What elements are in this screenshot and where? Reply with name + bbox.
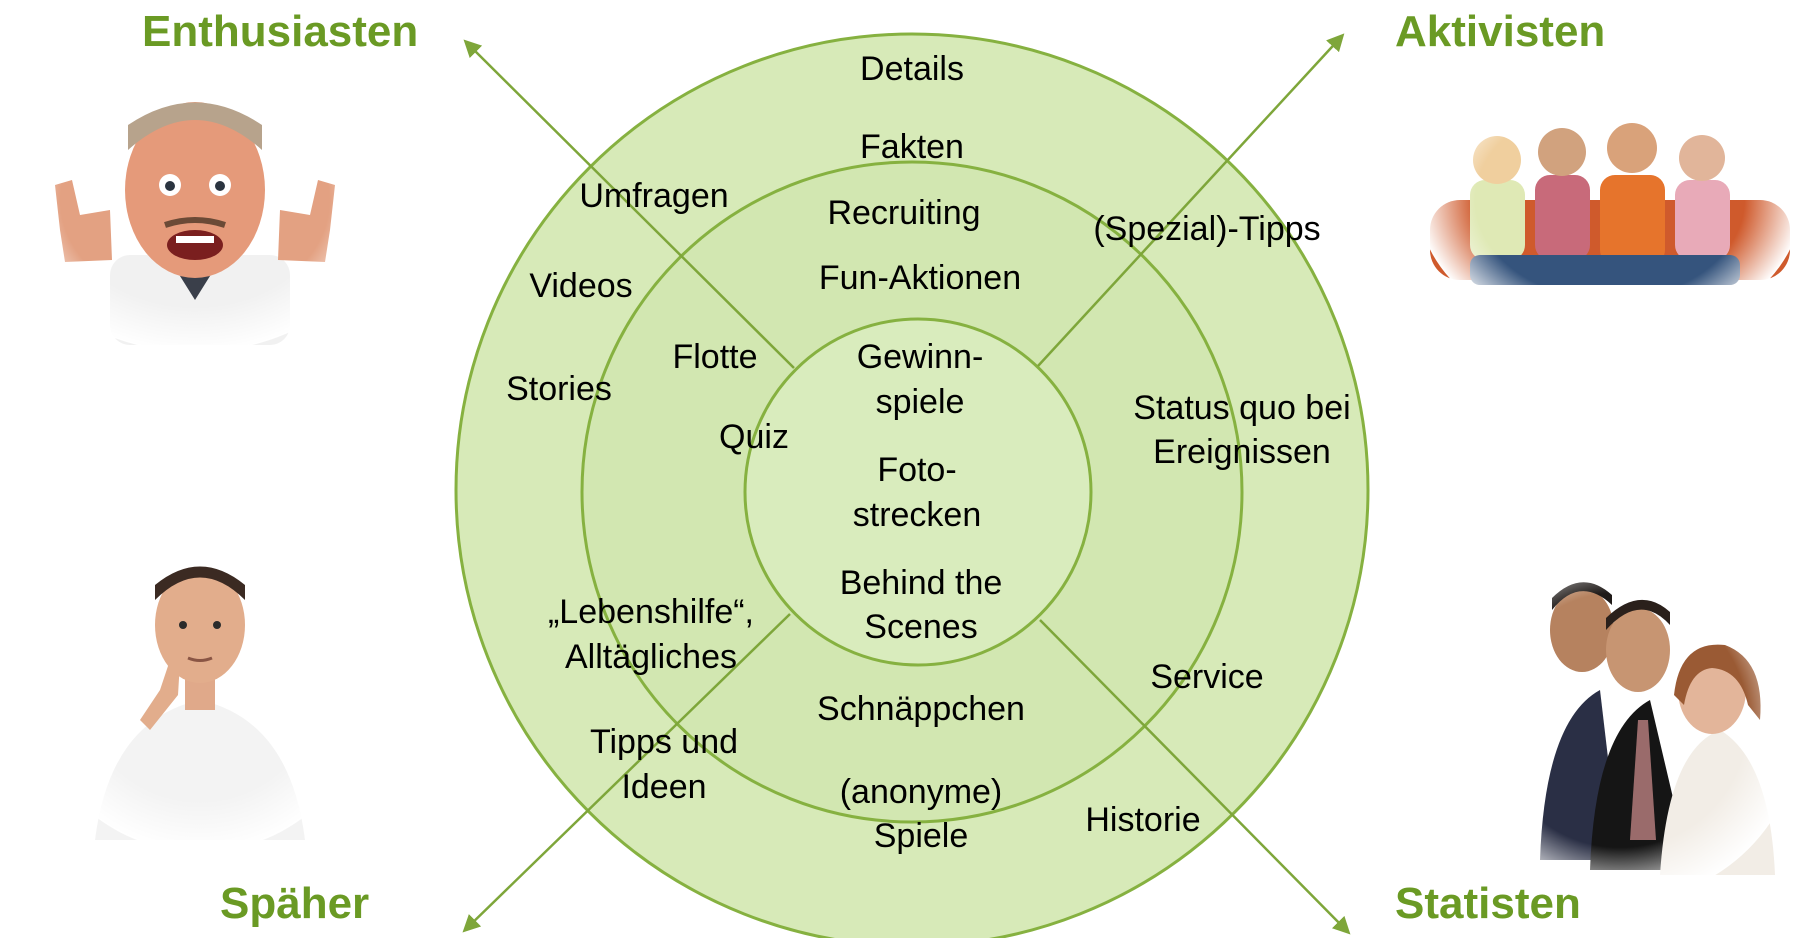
label-videos: Videos <box>529 267 632 305</box>
label-tipps-line1: Tipps und <box>590 723 738 761</box>
label-gewinn-line2: spiele <box>876 383 965 421</box>
label-historie: Historie <box>1085 801 1200 839</box>
photo-enthusiast-man <box>3 48 387 352</box>
label-umfragen: Umfragen <box>579 177 728 215</box>
label-schnaeppchen: Schnäppchen <box>817 690 1025 728</box>
label-lebenshilfe-line1: „Lebenshilfe“, <box>548 593 754 631</box>
persona-title-spaeher: Späher <box>220 879 369 928</box>
axis-arrow-enthusiasten <box>463 39 795 369</box>
label-foto-line2: strecken <box>853 496 982 534</box>
inner-ring <box>743 317 1093 667</box>
label-behind-line1: Behind the <box>840 564 1003 602</box>
photo-thinking-man <box>28 508 372 852</box>
photo-statisten-group <box>1438 538 1802 902</box>
label-lebenshilfe-line2: Alltägliches <box>565 638 737 676</box>
label-quiz: Quiz <box>719 418 789 456</box>
persona-title-enthusiasten: Enthusiasten <box>142 7 418 56</box>
label-status-line2: Ereignissen <box>1153 433 1331 471</box>
label-spezial-tipps: (Spezial)-Tipps <box>1093 210 1320 248</box>
label-recruiting: Recruiting <box>827 194 980 232</box>
label-fakten: Fakten <box>860 128 964 166</box>
label-foto-line1: Foto- <box>877 451 956 489</box>
label-tipps-line2: Ideen <box>621 768 706 806</box>
label-status-line1: Status quo bei <box>1133 389 1350 427</box>
label-gewinn-line1: Gewinn- <box>857 338 984 376</box>
photo-activists-group <box>1418 58 1802 342</box>
axis-arrow-statisten <box>1039 619 1351 935</box>
persona-title-aktivisten: Aktivisten <box>1395 7 1605 56</box>
label-stories: Stories <box>506 370 612 408</box>
label-service: Service <box>1150 658 1263 696</box>
axis-arrow-spaeher <box>462 613 791 933</box>
axis-arrow-aktivisten <box>1037 33 1345 367</box>
label-details: Details <box>860 50 964 88</box>
label-fun-aktionen: Fun-Aktionen <box>819 259 1021 297</box>
label-anonyme-line1: (anonyme) <box>840 773 1003 811</box>
label-behind-line2: Scenes <box>864 608 977 646</box>
label-flotte: Flotte <box>672 338 757 376</box>
label-anonyme-line2: Spiele <box>874 817 969 855</box>
